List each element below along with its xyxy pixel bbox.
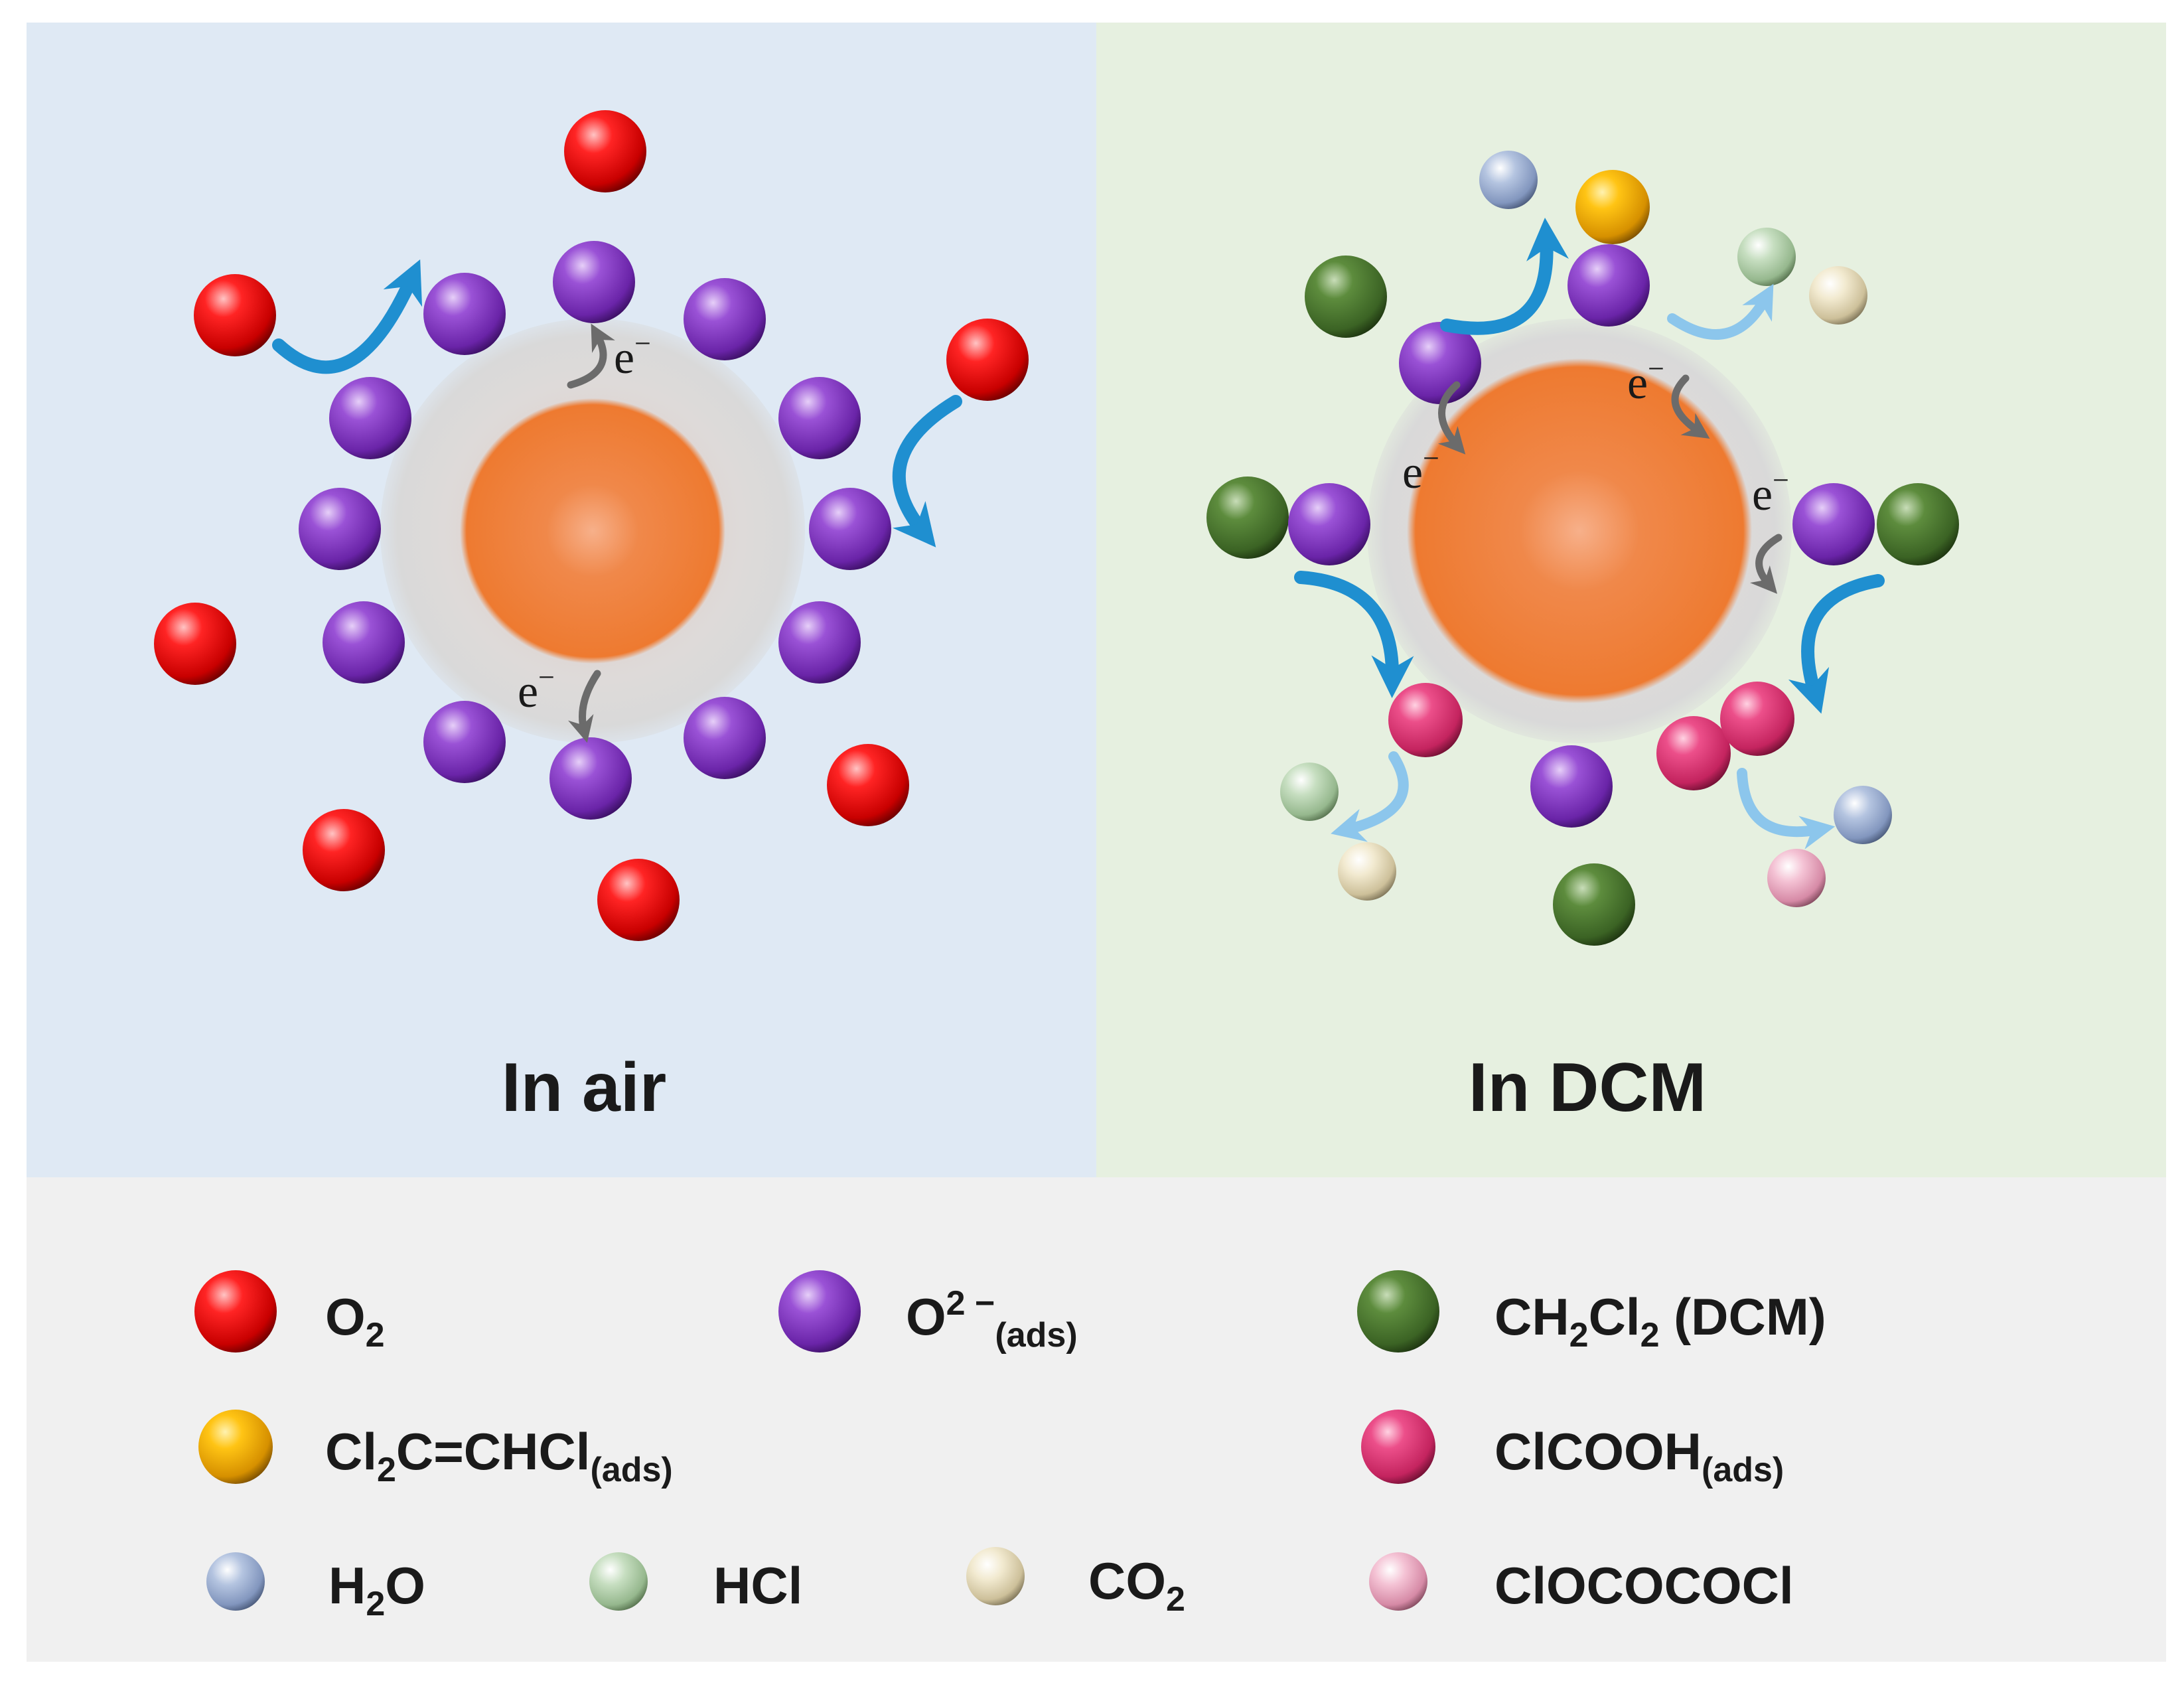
product-arrow (1667, 283, 1774, 340)
co2-molecule (1338, 842, 1396, 901)
legend-label-co2: CO2 (1088, 1552, 1185, 1619)
dcm-molecules (1206, 151, 1959, 946)
o2-molecule (946, 319, 1029, 401)
electron-label: e− (1402, 442, 1439, 498)
dcm-molecule (1553, 863, 1635, 946)
electron-transfer-arrow (567, 323, 615, 389)
hcl-molecule (1737, 228, 1796, 286)
air-molecules (154, 110, 1029, 941)
clcooh-adsorbed-molecule (1656, 716, 1731, 790)
adsorption-arrow (272, 259, 423, 374)
legend-swatch-clococ (1369, 1552, 1427, 1611)
legend-swatch-o2-adsorbed (778, 1270, 861, 1353)
electron-label: e− (614, 327, 651, 384)
legend-swatch-h2o (206, 1552, 265, 1611)
dcm-adsorbed-molecule (1575, 170, 1650, 244)
legend-swatch-dcm-adsorbed (198, 1410, 273, 1484)
air-panel-title: In air (501, 1049, 667, 1126)
legend-label-clococ: ClOCOCOCl (1494, 1556, 1794, 1615)
electron-transfer-arrow (1438, 381, 1466, 455)
clcooh-adsorbed-molecule (1388, 683, 1463, 757)
legend-swatch-o2 (194, 1270, 277, 1353)
air-particle-core (460, 398, 725, 664)
o2-molecule (154, 603, 236, 685)
h2o-molecule (1834, 786, 1892, 844)
o2-molecule (827, 744, 909, 826)
o2-adsorbed-molecule (1792, 483, 1875, 565)
legend-label-hcl: HCl (713, 1556, 803, 1615)
legend-label-clcooh: ClCOOH(ads) (1494, 1422, 1784, 1489)
reaction-arrow (1440, 218, 1569, 335)
o2-adsorbed-molecule (329, 377, 411, 459)
dcm-particle-core (1407, 358, 1752, 703)
o2-adsorbed-molecule (1399, 322, 1481, 404)
o2-adsorbed-molecule (299, 488, 381, 570)
legend-label-dcm-adsorbed: Cl2C=CHCl(ads) (325, 1422, 673, 1489)
legend-background (27, 1177, 2166, 1662)
electron-transfer-arrow (1750, 534, 1783, 594)
legend-label-dcm: CH2Cl2 (DCM) (1494, 1287, 1826, 1354)
electron-label: e− (1627, 352, 1664, 409)
electron-transfer-arrow (567, 670, 601, 743)
legend-label-o2: O2 (325, 1287, 385, 1354)
legend-swatch-dcm (1357, 1270, 1439, 1353)
dcm-panel-title: In DCM (1468, 1049, 1707, 1126)
hcl-molecule (1280, 763, 1339, 821)
legend-swatch-co2 (966, 1547, 1025, 1605)
o2-adsorbed-molecule (323, 601, 405, 684)
o2-adsorbed-molecule (684, 697, 766, 779)
dcm-molecule (1206, 476, 1289, 559)
o2-adsorbed-molecule (1530, 745, 1613, 828)
o2-adsorbed-molecule (778, 377, 861, 459)
dcm-molecule (1305, 256, 1387, 338)
co2-molecule (1809, 266, 1867, 325)
o2-adsorbed-molecule (809, 488, 891, 570)
adsorption-arrow (892, 395, 962, 548)
legend-label-o2-adsorbed: O2 −(ads) (906, 1284, 1078, 1354)
o2-adsorbed-molecule (1288, 483, 1370, 565)
o2-adsorbed-molecule (423, 273, 506, 355)
electron-label: e− (1752, 464, 1789, 520)
o2-molecule (564, 110, 646, 192)
electron-label: e− (518, 661, 555, 717)
dcm-molecule (1877, 483, 1959, 565)
legend-swatch-clcooh (1361, 1410, 1435, 1484)
product-arrow (1737, 768, 1836, 849)
clococ-molecule (1767, 849, 1826, 907)
o2-adsorbed-molecule (423, 701, 506, 783)
reaction-arrow (1788, 574, 1885, 714)
legend-swatch-hcl (589, 1552, 648, 1611)
o2-adsorbed-molecule (778, 601, 861, 684)
clcooh-adsorbed-molecule (1720, 682, 1794, 756)
o2-molecule (303, 809, 385, 891)
h2o-molecule (1479, 151, 1538, 209)
product-arrow (1331, 751, 1409, 842)
o2-adsorbed-molecule (549, 737, 632, 820)
o2-adsorbed-molecule (1567, 244, 1650, 327)
o2-molecule (194, 274, 276, 356)
o2-adsorbed-molecule (553, 241, 635, 323)
legend-label-h2o: H2O (328, 1556, 425, 1623)
o2-molecule (597, 859, 680, 941)
reaction-arrow (1294, 571, 1414, 698)
electron-transfer-arrow (1671, 374, 1710, 439)
o2-adsorbed-molecule (684, 278, 766, 360)
